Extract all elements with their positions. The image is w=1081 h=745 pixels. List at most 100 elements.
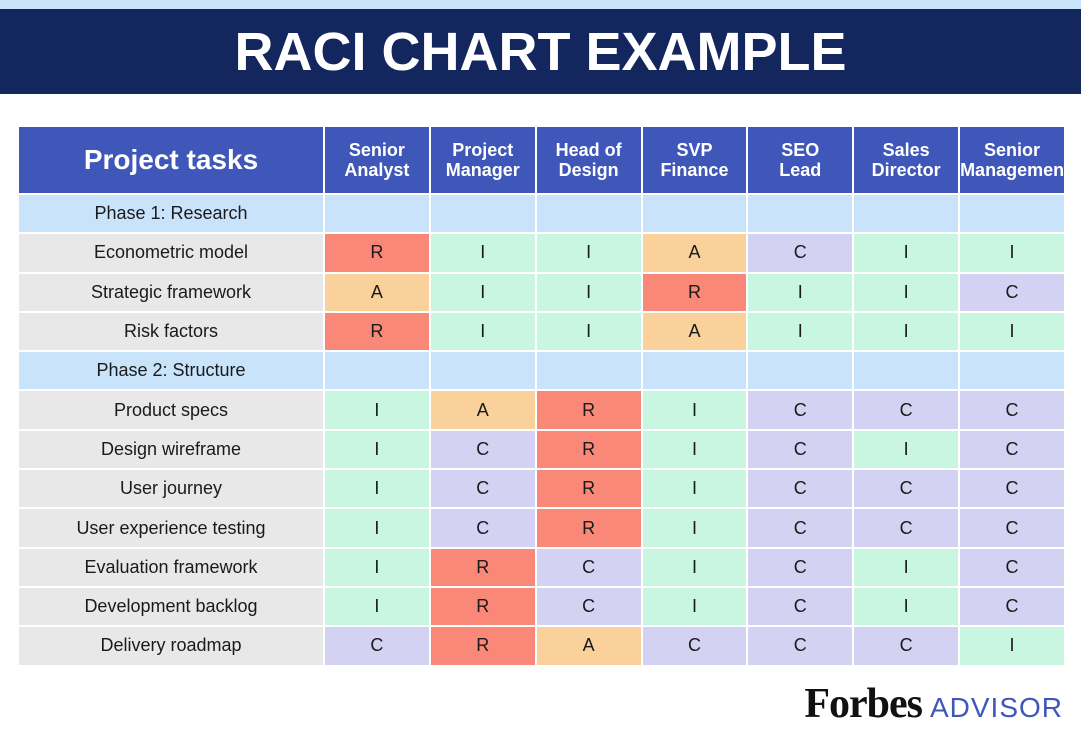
raci-cell: I bbox=[642, 470, 747, 508]
raci-cell: I bbox=[642, 587, 747, 626]
raci-cell: C bbox=[642, 627, 747, 665]
task-name: Development backlog bbox=[19, 587, 323, 626]
phase-empty-cell bbox=[960, 352, 1064, 390]
raci-cell: I bbox=[854, 312, 959, 351]
raci-cell: C bbox=[854, 509, 959, 547]
raci-cell: I bbox=[642, 548, 747, 586]
raci-cell: I bbox=[536, 312, 641, 351]
raci-cell: R bbox=[325, 234, 429, 272]
raci-cell: C bbox=[854, 470, 959, 508]
task-name: Strategic framework bbox=[19, 273, 323, 311]
phase-empty-cell bbox=[325, 195, 429, 233]
logo-suffix: ADVISOR bbox=[929, 692, 1063, 723]
phase-label: Phase 2: Structure bbox=[19, 352, 323, 390]
raci-cell: C bbox=[430, 509, 535, 547]
raci-cell: C bbox=[748, 234, 853, 272]
phase-empty-cell bbox=[854, 195, 959, 233]
raci-cell: I bbox=[325, 391, 429, 429]
raci-cell: C bbox=[748, 470, 853, 508]
raci-cell: I bbox=[642, 509, 747, 547]
phase-empty-cell bbox=[642, 195, 747, 233]
raci-cell: A bbox=[536, 627, 641, 665]
raci-cell: C bbox=[960, 273, 1064, 311]
raci-cell: I bbox=[642, 391, 747, 429]
raci-cell: I bbox=[960, 234, 1064, 272]
logo-brand: Forbes bbox=[804, 681, 923, 727]
raci-cell: C bbox=[854, 627, 959, 665]
task-name: Product specs bbox=[19, 391, 323, 429]
raci-cell: R bbox=[430, 548, 535, 586]
raci-cell: C bbox=[960, 430, 1064, 469]
phase-label: Phase 1: Research bbox=[19, 195, 323, 233]
task-name: User journey bbox=[19, 470, 323, 508]
raci-cell: A bbox=[642, 234, 747, 272]
phase-empty-cell bbox=[430, 352, 535, 390]
raci-cell: C bbox=[748, 627, 853, 665]
raci-cell: C bbox=[430, 470, 535, 508]
raci-cell: I bbox=[854, 587, 959, 626]
raci-cell: I bbox=[854, 273, 959, 311]
raci-cell: R bbox=[536, 470, 641, 508]
raci-cell: I bbox=[325, 470, 429, 508]
raci-cell: C bbox=[748, 548, 853, 586]
raci-cell: R bbox=[536, 391, 641, 429]
raci-cell: I bbox=[642, 430, 747, 469]
raci-cell: R bbox=[536, 430, 641, 469]
phase-empty-cell bbox=[325, 352, 429, 390]
raci-cell: I bbox=[430, 312, 535, 351]
raci-cell: I bbox=[325, 509, 429, 547]
phase-empty-cell bbox=[536, 352, 641, 390]
page-title: RACI CHART EXAMPLE bbox=[234, 21, 847, 82]
project-tasks-header: Project tasks bbox=[19, 127, 323, 193]
task-name: Evaluation framework bbox=[19, 548, 323, 586]
raci-cell: C bbox=[325, 627, 429, 665]
raci-cell: I bbox=[960, 312, 1064, 351]
phase-empty-cell bbox=[748, 195, 853, 233]
raci-cell: C bbox=[748, 391, 853, 429]
raci-cell: R bbox=[536, 509, 641, 547]
raci-cell: C bbox=[960, 470, 1064, 508]
raci-cell: C bbox=[536, 548, 641, 586]
raci-cell: C bbox=[748, 587, 853, 626]
phase-row: Phase 1: Research bbox=[19, 195, 1064, 233]
raci-cell: I bbox=[748, 312, 853, 351]
task-name: Design wireframe bbox=[19, 430, 323, 469]
raci-cell: R bbox=[642, 273, 747, 311]
raci-cell: C bbox=[960, 509, 1064, 547]
raci-cell: I bbox=[325, 548, 429, 586]
raci-cell: C bbox=[748, 430, 853, 469]
title-banner: RACI CHART EXAMPLE bbox=[0, 9, 1081, 94]
raci-cell: I bbox=[325, 430, 429, 469]
raci-cell: C bbox=[960, 391, 1064, 429]
raci-cell: C bbox=[748, 509, 853, 547]
raci-cell: A bbox=[642, 312, 747, 351]
phase-empty-cell bbox=[748, 352, 853, 390]
raci-cell: C bbox=[960, 587, 1064, 626]
phase-empty-cell bbox=[430, 195, 535, 233]
phase-empty-cell bbox=[854, 352, 959, 390]
task-name: Delivery roadmap bbox=[19, 627, 323, 665]
raci-cell: I bbox=[536, 273, 641, 311]
task-name: Risk factors bbox=[19, 312, 323, 351]
phase-empty-cell bbox=[642, 352, 747, 390]
raci-cell: R bbox=[430, 587, 535, 626]
raci-cell: R bbox=[430, 627, 535, 665]
raci-cell: I bbox=[854, 548, 959, 586]
